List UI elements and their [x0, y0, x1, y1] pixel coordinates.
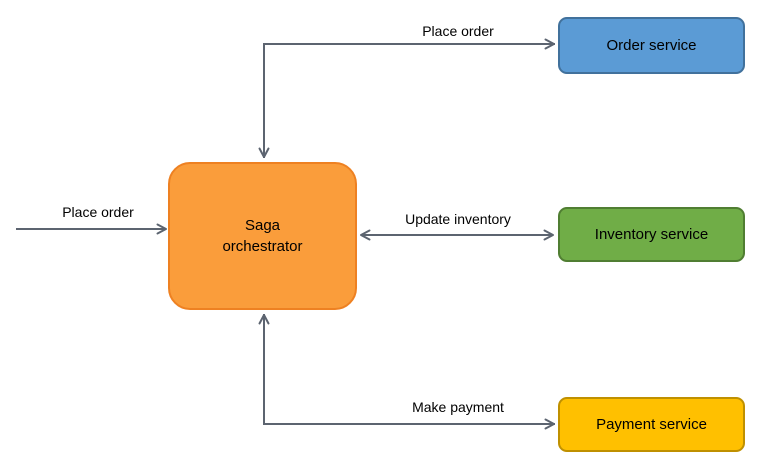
- edge-place-order-label: Place order: [422, 23, 494, 39]
- node-order-service-label: Order service: [606, 37, 697, 54]
- node-saga-orchestrator-label: Saga orchestrator: [222, 217, 303, 255]
- edge-incoming-place-order-label: Place order: [62, 204, 134, 220]
- edge-update-inventory-label: Update inventory: [405, 211, 511, 227]
- node-payment-service: Payment service: [558, 397, 745, 452]
- edge-make-payment-label: Make payment: [412, 399, 504, 415]
- node-inventory-service-label: Inventory service: [594, 226, 709, 243]
- node-inventory-service: Inventory service: [558, 207, 745, 262]
- node-order-service: Order service: [558, 17, 745, 74]
- node-payment-service-label: Payment service: [596, 416, 707, 433]
- node-saga-orchestrator: Saga orchestrator: [168, 162, 357, 310]
